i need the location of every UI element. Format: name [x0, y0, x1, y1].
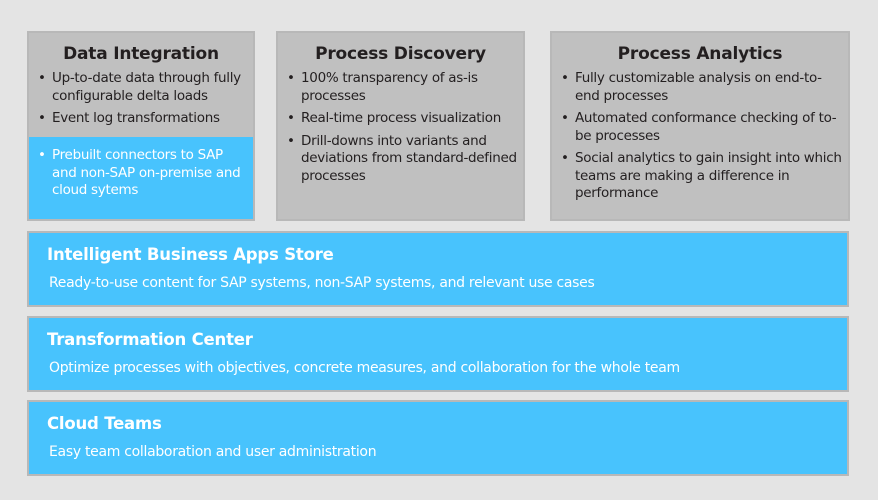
bar-transformation-center: Transformation Center Optimize processes… — [27, 316, 849, 392]
list-item: Real-time process visualization — [287, 110, 519, 128]
bar-title: Transformation Center — [47, 330, 253, 349]
column-process-analytics: Process Analytics Fully customizable ana… — [550, 31, 850, 221]
column-data-integration: Data Integration Up-to-date data through… — [27, 31, 255, 221]
bar-cloud-teams: Cloud Teams Easy team collaboration and … — [27, 400, 849, 476]
list-item: Drill-downs into variants and deviations… — [287, 133, 519, 186]
list-item: Prebuilt connectors to SAP and non-SAP o… — [38, 147, 249, 200]
bar-title: Cloud Teams — [47, 414, 162, 433]
list-item: Event log transformations — [38, 110, 249, 128]
bar-text: Ready-to-use content for SAP systems, no… — [49, 275, 595, 291]
bar-apps-store: Intelligent Business Apps Store Ready-to… — [27, 231, 849, 307]
highlighted-section: Prebuilt connectors to SAP and non-SAP o… — [29, 137, 253, 219]
list-item: 100% transparency of as-is processes — [287, 70, 519, 105]
column-process-discovery: Process Discovery 100% transparency of a… — [276, 31, 525, 221]
list-item: Automated conformance checking of to-be … — [561, 110, 844, 145]
list-item: Up-to-date data through fully configurab… — [38, 70, 249, 105]
bar-text: Easy team collaboration and user adminis… — [49, 444, 377, 460]
column-title: Process Analytics — [617, 44, 783, 64]
bar-title: Intelligent Business Apps Store — [47, 245, 334, 264]
list-item: Fully customizable analysis on end-to-en… — [561, 70, 844, 105]
bar-text: Optimize processes with objectives, conc… — [49, 360, 680, 376]
list-item: Social analytics to gain insight into wh… — [561, 150, 844, 203]
column-title: Data Integration — [63, 44, 219, 64]
column-title: Process Discovery — [315, 44, 486, 64]
